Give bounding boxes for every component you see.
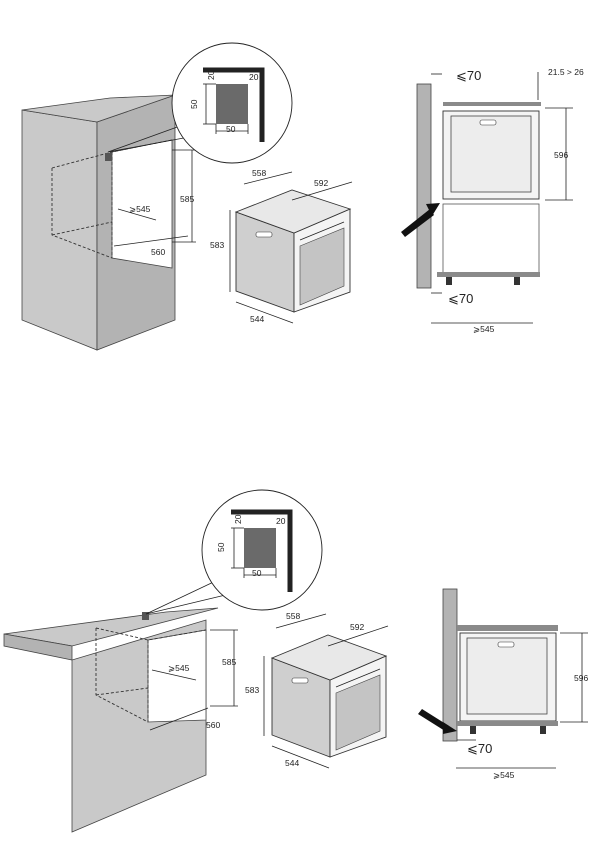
oven-width-label-b: 592 <box>350 622 364 632</box>
bottom-gap-label: ⩽70 <box>448 291 473 306</box>
oven-depth-label: 558 <box>252 168 266 178</box>
niche-width-label: 560 <box>151 247 165 257</box>
oven-dimensions-view: 558 592 583 544 <box>210 168 353 324</box>
oven-height-label: 583 <box>210 240 224 250</box>
oven-side-depth-label: 544 <box>250 314 264 324</box>
niche-height-label: 585 <box>180 194 194 204</box>
detail-top-gap-label: 20 <box>206 70 216 80</box>
spacing-label: 21.5 > 26 <box>548 67 584 77</box>
bottom-gap-label-b: ⩽70 <box>467 741 492 756</box>
detail-right-gap-label-b: 20 <box>276 516 286 526</box>
detail-height-label: 50 <box>189 99 199 109</box>
vent-detail-magnifier-b: 20 20 50 50 <box>145 489 323 615</box>
niche-depth-label: ⩾545 <box>129 204 151 214</box>
niche-depth-label-b: ⩾545 <box>168 663 190 673</box>
niche-width-label-b: 560 <box>206 720 220 730</box>
undercounter-cabinet-diagram: 585 ⩾545 560 <box>3 607 238 833</box>
oven-dimensions-view-b: 558 592 583 544 <box>245 611 389 769</box>
oven-side-depth-label-b: 544 <box>285 758 299 768</box>
detail-right-gap-label: 20 <box>249 72 259 82</box>
oven-height-side-label: 596 <box>554 150 568 160</box>
column-cabinet-diagram: 585 ⩾545 560 <box>21 94 196 351</box>
oven-depth-label-b: 558 <box>286 611 300 621</box>
oven-width-label: 592 <box>314 178 328 188</box>
side-section-undercounter: 596 ⩽70 ⩾545 <box>418 588 588 780</box>
oven-height-label-b: 583 <box>245 685 259 695</box>
detail-height-label-b: 50 <box>216 542 226 552</box>
detail-width-label: 50 <box>226 124 236 134</box>
side-depth-label-b: ⩾545 <box>493 770 515 780</box>
niche-height-label-b: 585 <box>222 657 236 667</box>
top-gap-label: ⩽70 <box>456 68 481 83</box>
oven-height-side-label-b: 596 <box>574 673 588 683</box>
detail-top-gap-label-b: 20 <box>233 514 243 524</box>
vent-detail-magnifier: 20 20 50 50 <box>107 42 293 164</box>
detail-width-label-b: 50 <box>252 568 262 578</box>
side-section-column: ⩽70 21.5 > 26 596 ⩽70 ⩾545 <box>401 67 584 334</box>
side-depth-label: ⩾545 <box>473 324 495 334</box>
